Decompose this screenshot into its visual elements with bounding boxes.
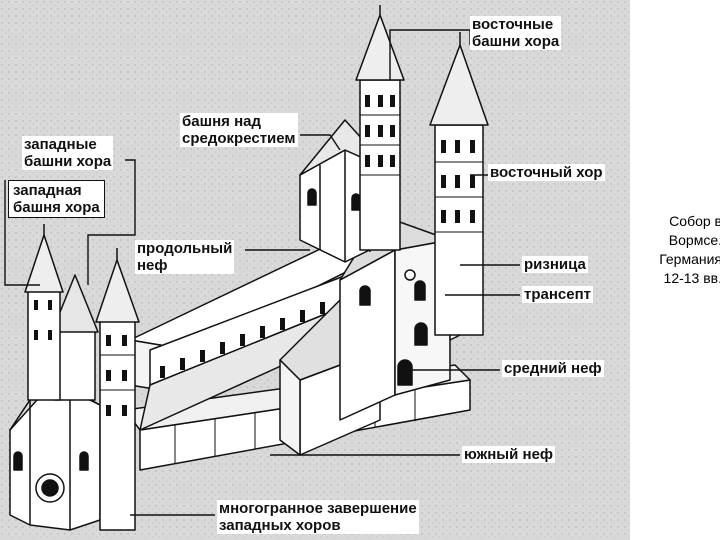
label-central-nave: средний неф bbox=[502, 360, 604, 377]
label-west-choir-tower: западная башня хора bbox=[8, 180, 105, 218]
label-west-choir-towers: западные башни хора bbox=[22, 136, 114, 170]
caption-line: 12-13 вв. bbox=[663, 270, 720, 286]
caption-line: Вормсе. bbox=[668, 232, 720, 248]
east-tower-left-drawing bbox=[355, 5, 405, 251]
caption-line: Собор в bbox=[669, 213, 720, 229]
transept-drawing bbox=[339, 214, 451, 421]
label-nave: продольный неф bbox=[135, 240, 235, 274]
label-west-choir-polygonal-end: многогранное завершение западных хоров bbox=[217, 500, 419, 534]
label-transept: трансепт bbox=[522, 286, 594, 303]
label-sacristy: ризница bbox=[522, 256, 588, 273]
caption-line: Германия bbox=[659, 251, 720, 267]
label-south-nave: южный неф bbox=[462, 446, 556, 463]
caption: Собор в Вормсе. Германия 12-13 вв. bbox=[632, 212, 720, 288]
west-choir-drawing bbox=[9, 224, 140, 531]
label-east-choir: восточный хор bbox=[488, 164, 605, 181]
label-crossing-tower: башня над средокрестием bbox=[180, 113, 298, 147]
label-east-choir-towers: восточные башни хора bbox=[470, 16, 562, 50]
east-tower-right-drawing bbox=[429, 32, 489, 336]
